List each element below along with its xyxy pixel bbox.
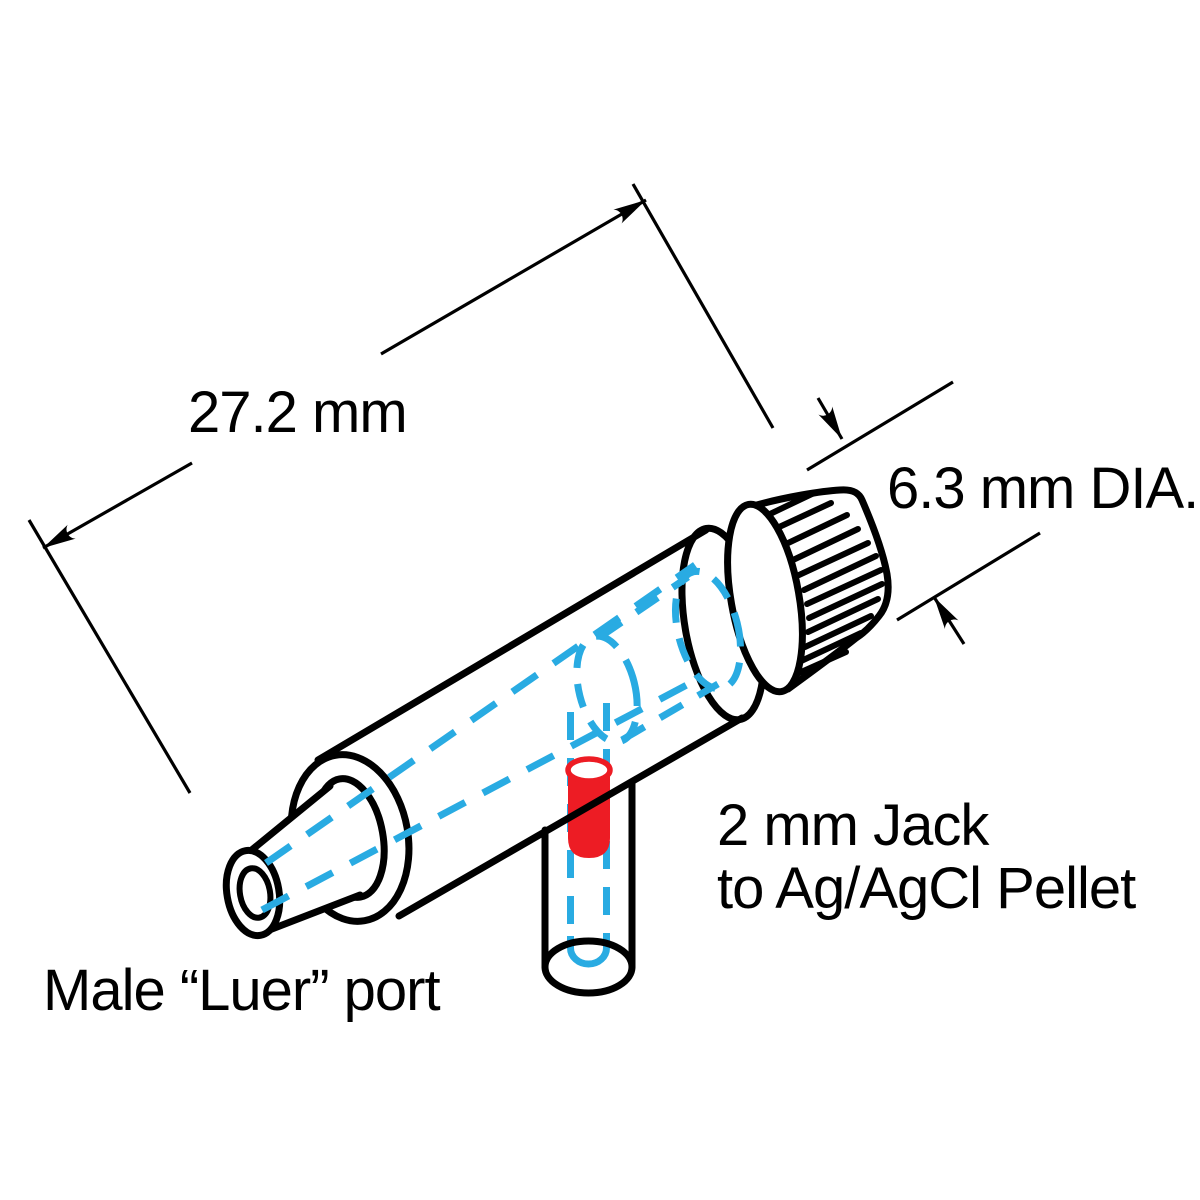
callout-labels: 2 mm Jack to Ag/AgCl Pellet Male “Luer” … — [43, 793, 1137, 1023]
cavity-wall-hidden-upper — [598, 574, 690, 640]
dia-dim-label: 6.3 mm DIA. — [887, 456, 1198, 521]
device-body — [222, 524, 768, 940]
jack-bore-bottom-arc — [567, 936, 610, 968]
jack-tube-open-end — [541, 937, 636, 997]
barrel-top-edge — [314, 526, 710, 764]
knurl-hatch-line — [767, 490, 817, 517]
length-extension-line-lower — [27, 519, 192, 794]
jack-label-line2: to Ag/AgCl Pellet — [717, 856, 1136, 921]
knurl-hatch-line — [805, 596, 881, 635]
dia-extension-line-lower — [896, 531, 1041, 622]
knurl-hatch-line — [802, 613, 874, 650]
bore-hidden-line-upper — [264, 562, 697, 866]
luer-port-label: Male “Luer” port — [43, 958, 440, 1023]
jack-tube — [541, 703, 636, 997]
hidden-geometry — [260, 562, 745, 914]
jack-tube-fill — [545, 782, 632, 967]
barrel-fill — [318, 530, 742, 916]
knurl-hatch-line — [783, 512, 850, 547]
bore-hidden-line-lower — [260, 674, 702, 914]
knurl-hatch-line — [796, 630, 864, 665]
knurl-hatch-line — [790, 526, 861, 563]
knurl-hatch-line — [806, 581, 885, 621]
dia-arrow-upper — [816, 397, 844, 440]
knurl-hatch-line — [804, 567, 884, 607]
pin-top-face — [565, 756, 613, 784]
luer-tip-bore — [236, 865, 274, 921]
knurl-hatch-lines — [767, 490, 885, 680]
pin-body — [568, 770, 610, 858]
dia-arrow-lower — [932, 596, 966, 645]
diameter-dimension: 6.3 mm DIA. — [806, 380, 1199, 645]
knurled-cap — [724, 486, 892, 696]
dia-extension-line-upper — [806, 380, 954, 472]
length-dimension: 27.2 mm — [27, 183, 775, 794]
length-extension-line-upper — [631, 183, 775, 429]
jack-contact-pin — [565, 756, 613, 858]
knurl-hatch-line — [801, 553, 879, 593]
length-dim-line-upper — [380, 198, 647, 356]
jack-label-line1: 2 mm Jack — [717, 793, 990, 858]
barrel-bottom-edge — [395, 714, 746, 920]
cavity-ring-hidden-right — [671, 567, 745, 693]
cavity-wall-hidden-lower — [620, 680, 720, 744]
knurl-hatch-line — [774, 500, 834, 531]
luer-cone-top-edge — [244, 782, 334, 857]
cap-front-disk — [724, 500, 806, 696]
cavity-ring-hidden-left — [573, 632, 641, 746]
length-dim-label: 27.2 mm — [188, 380, 407, 445]
knurl-hatch-line — [796, 540, 871, 578]
length-dim-line-lower — [42, 461, 193, 550]
